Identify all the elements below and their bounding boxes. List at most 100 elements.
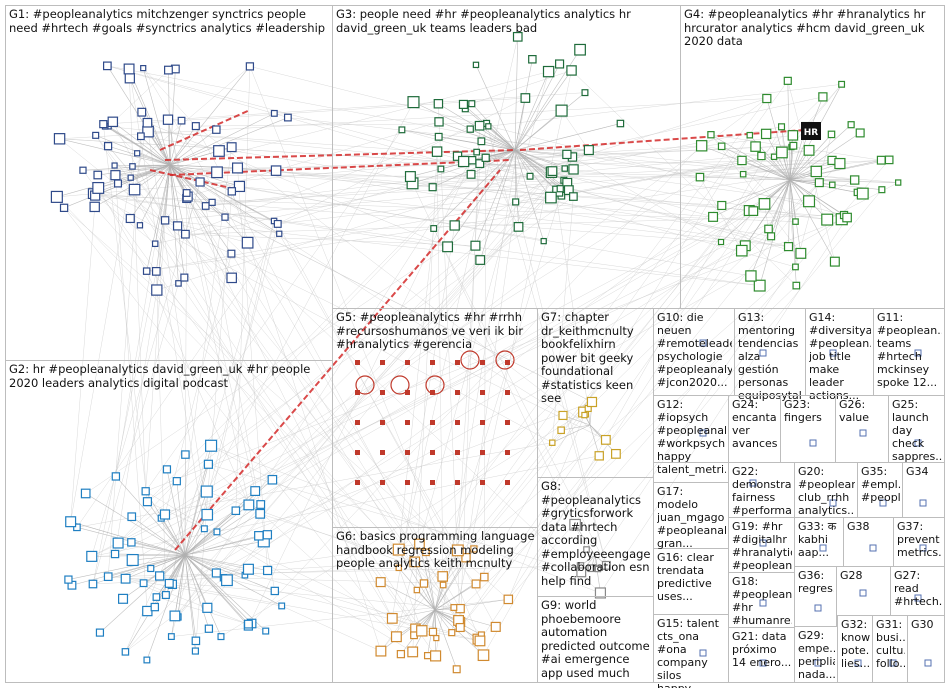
node	[111, 162, 118, 169]
node	[869, 544, 877, 552]
edge	[146, 271, 250, 506]
node	[136, 222, 144, 229]
node	[162, 465, 172, 474]
group-label-g17: G17: modelo juan_mgago #peopleanal... gr…	[657, 485, 726, 550]
group-label-g12: G12: #iopsych #peopleanal... #workpsych.…	[657, 398, 726, 476]
edge	[594, 554, 601, 594]
group-cell-g36: G36: regres...	[794, 566, 837, 627]
edge	[432, 149, 516, 188]
node	[695, 140, 708, 152]
edge	[147, 163, 480, 502]
node	[512, 198, 520, 206]
group-label-g7: G7: chapter dr_keithmcnulty bookfelixhir…	[541, 311, 634, 405]
edge	[114, 290, 158, 555]
edge	[59, 138, 232, 279]
edge	[169, 164, 280, 235]
edge	[184, 554, 249, 570]
node	[455, 360, 460, 365]
edge	[125, 567, 399, 579]
node	[213, 528, 221, 536]
edge	[82, 170, 416, 629]
edge	[68, 554, 186, 580]
node	[480, 572, 489, 582]
node	[449, 220, 460, 231]
node	[64, 575, 73, 584]
node	[270, 165, 282, 176]
node	[221, 213, 229, 221]
edge	[552, 171, 589, 409]
node	[390, 631, 402, 643]
node	[103, 572, 113, 582]
group-label-g10: G10: die neuen #remoteleade... psycholog…	[657, 311, 732, 389]
node	[123, 63, 135, 75]
node	[50, 190, 63, 203]
edge	[571, 70, 797, 286]
group-label-g27: G27: read #hrtech...	[894, 569, 942, 608]
node	[834, 157, 846, 170]
node	[355, 480, 360, 485]
edge	[572, 156, 722, 243]
edge	[433, 149, 516, 229]
group-label-g6: G6: basics programming language handbook…	[336, 530, 535, 570]
edge	[413, 101, 516, 151]
edge	[184, 554, 266, 632]
edge	[398, 228, 434, 550]
edge	[434, 599, 509, 611]
node	[243, 499, 255, 511]
node	[759, 599, 767, 607]
edge	[789, 132, 861, 181]
node	[455, 622, 465, 633]
node	[405, 480, 410, 485]
node	[561, 165, 569, 172]
node	[86, 550, 98, 562]
node	[795, 247, 807, 259]
edge	[132, 210, 750, 561]
node	[458, 155, 470, 168]
node	[422, 548, 430, 557]
node	[879, 499, 887, 507]
edge	[114, 165, 393, 619]
node	[380, 480, 385, 485]
edge	[514, 149, 570, 191]
node	[110, 170, 121, 181]
node	[111, 472, 121, 481]
node	[405, 450, 410, 455]
node	[792, 218, 799, 225]
node	[475, 255, 486, 265]
node	[154, 571, 165, 581]
edge	[442, 152, 783, 586]
group-cell-g34: G34	[902, 462, 945, 518]
edge	[187, 196, 593, 403]
edge	[438, 121, 516, 151]
group-cell-g25: G25: launch day check sappres...	[888, 395, 945, 463]
node	[255, 508, 266, 519]
node	[505, 360, 510, 365]
edge	[205, 205, 276, 591]
edge	[552, 424, 591, 443]
node	[924, 659, 932, 667]
edge	[434, 557, 467, 611]
node	[919, 499, 927, 507]
edge	[514, 149, 561, 189]
edge	[91, 455, 600, 557]
node	[143, 656, 151, 664]
node	[395, 564, 402, 572]
edge	[132, 66, 251, 167]
edge	[485, 157, 519, 227]
node	[127, 512, 137, 522]
group-cell-g1: G1: #peopleanalytics mitchzenger synctri…	[5, 5, 333, 361]
group-cell-g5: G5: #peopleanalytics #hr #rrhh #recursos…	[332, 308, 538, 528]
node	[250, 486, 261, 497]
edge	[279, 233, 459, 551]
node	[749, 479, 757, 487]
node	[855, 128, 865, 138]
group-cell-g9: G9: world phoebemoore automation predict…	[537, 596, 654, 683]
node	[161, 591, 170, 600]
group-label-g11: G11: #peoplean... teams #hrtech mckinsey…	[877, 311, 942, 389]
edge	[115, 164, 171, 176]
node	[137, 107, 147, 117]
node	[854, 659, 862, 667]
node	[434, 132, 443, 141]
node	[699, 339, 707, 347]
node	[172, 221, 183, 231]
